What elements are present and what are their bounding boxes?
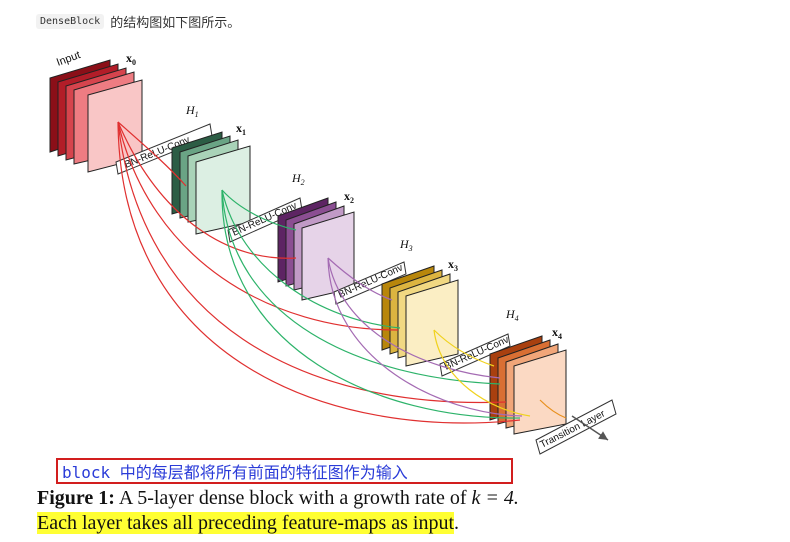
connection-x0-h4 [117, 121, 507, 404]
h4-label: H4 [505, 307, 519, 323]
connection-x0-h1 [117, 121, 187, 187]
connection-x3-transition [433, 329, 531, 417]
connection-x2-h3 [327, 257, 393, 301]
figure-caption: Figure 1: A 5-layer dense block with a g… [37, 487, 519, 510]
caption-label: Figure 1: [37, 487, 115, 509]
connection-x2-h4 [327, 257, 501, 379]
connection-x3-h4 [433, 329, 495, 367]
connection-x1-transition [221, 189, 521, 419]
connection-x4-transition [539, 399, 567, 419]
x0-label: x0 [126, 51, 136, 67]
connection-x1-h2 [221, 189, 297, 231]
caption-line-2: Each layer takes all preceding feature-m… [37, 512, 459, 535]
h2-label: H2 [291, 171, 305, 187]
feature-stack-x2 [277, 197, 355, 301]
caption-period: . [454, 512, 460, 534]
feature-stack-x1 [171, 131, 251, 235]
h1-label: H1 [185, 103, 199, 119]
connection-x0-h2 [117, 121, 297, 259]
feature-stack-x4 [489, 335, 567, 435]
caption-k: k = 4. [471, 487, 519, 509]
plane [195, 145, 251, 235]
x1-label: x1 [236, 121, 246, 137]
connection-x0-h3 [117, 121, 399, 331]
h3-label: H3 [399, 237, 413, 253]
caption-highlight: Each layer takes all preceding feature-m… [37, 512, 455, 534]
connection-x0-transition [117, 121, 521, 424]
x3-label: x3 [448, 257, 458, 273]
intro-line: DenseBlock 的结构图如下图所示。 [36, 12, 240, 31]
x4-label: x4 [552, 325, 562, 341]
annotation-note: block 中的每层都将所有前面的特征图作为输入 [56, 458, 513, 484]
connection-x1-h4 [221, 189, 501, 385]
connection-x1-h3 [221, 189, 401, 329]
x2-label: x2 [344, 189, 354, 205]
dense-connections [117, 121, 567, 424]
connection-x2-transition [327, 257, 523, 417]
plane [405, 279, 459, 367]
feature-stack-x3 [381, 265, 459, 367]
intro-text: 的结构图如下图所示。 [110, 16, 241, 31]
code-inline: DenseBlock [36, 14, 105, 29]
input-label: Input [55, 49, 82, 69]
caption-text: A 5-layer dense block with a growth rate… [118, 487, 467, 509]
